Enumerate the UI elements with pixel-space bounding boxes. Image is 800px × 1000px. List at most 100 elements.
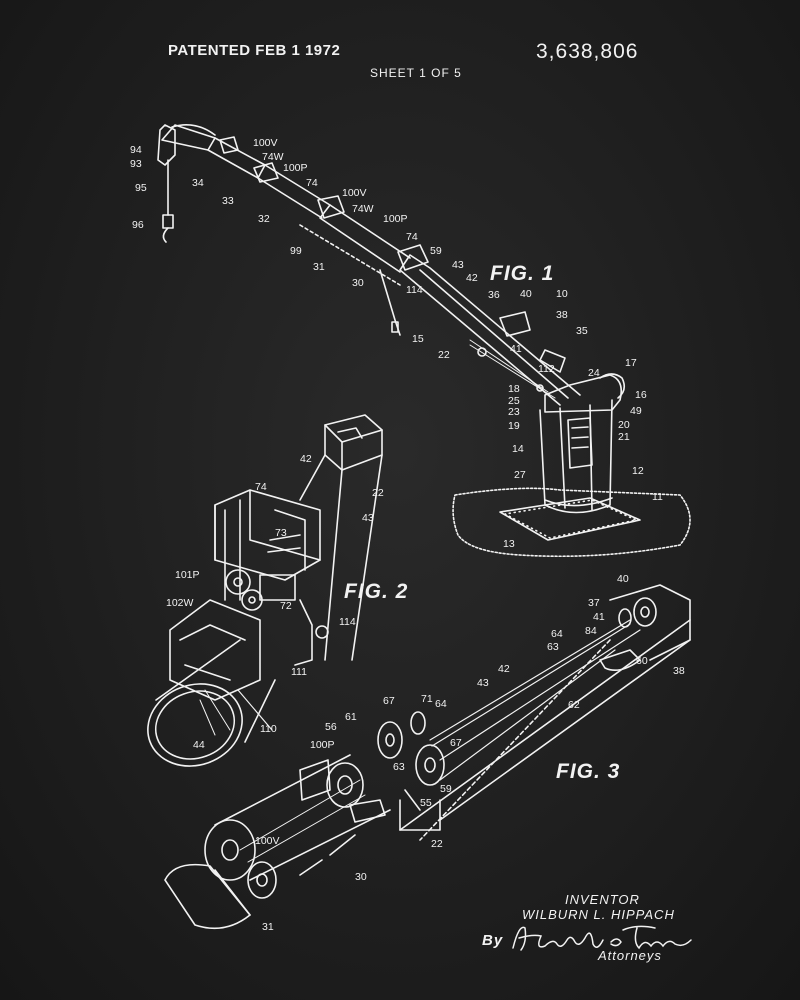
ref-label: 100V bbox=[342, 187, 367, 199]
ref-label: 67 bbox=[450, 737, 462, 749]
ref-label: 62 bbox=[568, 699, 580, 711]
ref-label: 63 bbox=[393, 761, 405, 773]
inventor-label: INVENTOR bbox=[565, 892, 640, 907]
reference-numerals: 94 93 95 96 34 33 32 100V 74W 100P 74 10… bbox=[130, 137, 685, 933]
ref-label: 42 bbox=[466, 272, 478, 284]
ref-label: 31 bbox=[262, 921, 274, 933]
ref-label: 42 bbox=[300, 453, 312, 465]
attorneys-label: Attorneys bbox=[598, 948, 662, 963]
ref-label: 95 bbox=[135, 182, 147, 194]
ref-label: 71 bbox=[421, 693, 433, 705]
fig1-crane-drawing bbox=[157, 124, 691, 558]
ref-label: 41 bbox=[510, 343, 522, 355]
ref-label: 55 bbox=[420, 797, 432, 809]
fig3-pulley-drawing bbox=[164, 584, 691, 930]
fig3-label: FIG. 3 bbox=[556, 760, 621, 783]
ref-label: 63 bbox=[547, 641, 559, 653]
ref-label: 38 bbox=[556, 309, 568, 321]
ref-label: 100P bbox=[310, 739, 335, 751]
ref-label: 84 bbox=[585, 625, 597, 637]
ref-label: 22 bbox=[431, 838, 443, 850]
ref-label: 25 bbox=[508, 395, 520, 407]
ref-label: 10 bbox=[556, 288, 568, 300]
ref-label: 73 bbox=[275, 527, 287, 539]
ref-label: 15 bbox=[412, 333, 424, 345]
ref-label: 31 bbox=[313, 261, 325, 273]
ref-label: 43 bbox=[452, 259, 464, 271]
ref-label: 43 bbox=[477, 677, 489, 689]
ref-label: 102W bbox=[166, 597, 194, 609]
sheet-number: SHEET 1 OF 5 bbox=[370, 66, 462, 80]
ref-label: 74W bbox=[262, 151, 284, 163]
ref-label: 40 bbox=[617, 573, 629, 585]
ref-label: 30 bbox=[355, 871, 367, 883]
ref-label: 56 bbox=[325, 721, 337, 733]
ref-label: 67 bbox=[383, 695, 395, 707]
ref-label: 60 bbox=[636, 655, 648, 667]
ref-label: 21 bbox=[618, 431, 630, 443]
ref-label: 74W bbox=[352, 203, 374, 215]
ref-label: 100P bbox=[283, 162, 308, 174]
attorney-signature bbox=[512, 925, 692, 951]
ref-label: 74 bbox=[306, 177, 318, 189]
ref-label: 17 bbox=[625, 357, 637, 369]
ref-label: 19 bbox=[508, 420, 520, 432]
ref-label: 111 bbox=[291, 666, 307, 678]
ref-label: 33 bbox=[222, 195, 234, 207]
ref-label: 49 bbox=[630, 405, 642, 417]
ref-label: 16 bbox=[635, 389, 647, 401]
ref-label: 99 bbox=[290, 245, 302, 257]
ref-label: 100V bbox=[253, 137, 278, 149]
ref-label: 37 bbox=[588, 597, 600, 609]
ref-label: 38 bbox=[673, 665, 685, 677]
ref-label: 114 bbox=[339, 616, 356, 628]
ref-label: 114 bbox=[406, 284, 423, 296]
patented-date: PATENTED FEB 1 1972 bbox=[168, 42, 341, 59]
ref-label: 74 bbox=[255, 481, 267, 493]
ref-label: 24 bbox=[588, 367, 600, 379]
ref-label: 74 bbox=[406, 231, 418, 243]
ref-label: 64 bbox=[435, 698, 447, 710]
ref-label: 32 bbox=[258, 213, 270, 225]
ref-label: 30 bbox=[352, 277, 364, 289]
ref-label: 27 bbox=[514, 469, 526, 481]
ref-label: 23 bbox=[508, 406, 520, 418]
ref-label: 94 bbox=[130, 144, 142, 156]
ref-label: 22 bbox=[372, 487, 384, 499]
fig1-label: FIG. 1 bbox=[490, 262, 555, 285]
inventor-name: WILBURN L. HIPPACH bbox=[522, 907, 675, 922]
ref-label: 59 bbox=[430, 245, 442, 257]
ref-label: 112 bbox=[538, 363, 555, 375]
ref-label: 13 bbox=[503, 538, 515, 550]
ref-label: 20 bbox=[618, 419, 630, 431]
ref-label: 42 bbox=[498, 663, 510, 675]
ref-label: 43 bbox=[362, 512, 374, 524]
ref-label: 72 bbox=[280, 600, 292, 612]
ref-label: 18 bbox=[508, 383, 520, 395]
ref-label: 61 bbox=[345, 711, 357, 723]
ref-label: 14 bbox=[512, 443, 524, 455]
ref-label: 93 bbox=[130, 158, 142, 170]
ref-label: 22 bbox=[438, 349, 450, 361]
fig2-label: FIG. 2 bbox=[344, 580, 409, 603]
ref-label: 34 bbox=[192, 177, 204, 189]
ref-label: 101P bbox=[175, 569, 200, 581]
ref-label: 12 bbox=[632, 465, 644, 477]
ref-label: 44 bbox=[193, 739, 205, 751]
ref-label: 11 bbox=[652, 491, 663, 503]
ref-label: 40 bbox=[520, 288, 532, 300]
ref-label: 36 bbox=[488, 289, 500, 301]
patent-number: 3,638,806 bbox=[536, 40, 639, 63]
ref-label: 110 bbox=[260, 723, 277, 735]
ref-label: 59 bbox=[440, 783, 452, 795]
ref-label: 41 bbox=[593, 611, 605, 623]
ref-label: 96 bbox=[132, 219, 144, 231]
ref-label: 100V bbox=[255, 835, 280, 847]
by-label: By bbox=[482, 932, 504, 949]
fig2-boom-detail-drawing bbox=[147, 414, 383, 767]
ref-label: 35 bbox=[576, 325, 588, 337]
ref-label: 100P bbox=[383, 213, 408, 225]
ref-label: 64 bbox=[551, 628, 563, 640]
